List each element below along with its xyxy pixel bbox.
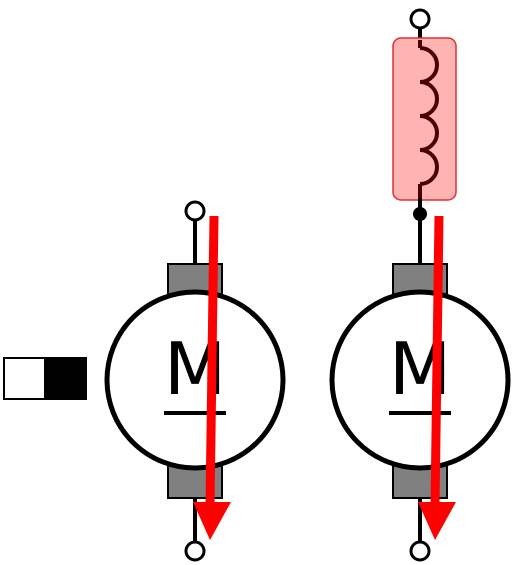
motor-left: M xyxy=(104,200,286,562)
motor-right: M xyxy=(329,8,511,562)
current-arrow-icon xyxy=(418,215,456,540)
arrow-shaft xyxy=(205,215,219,507)
motor-body xyxy=(104,289,286,471)
arrow-head xyxy=(193,502,231,540)
switch-black-half xyxy=(44,357,87,400)
terminal-top xyxy=(184,200,206,222)
filled-dot-junction-icon xyxy=(413,207,427,221)
terminal-bottom xyxy=(409,540,431,562)
motor-body xyxy=(329,289,511,471)
black-white-switch-icon xyxy=(3,357,87,400)
terminal-top xyxy=(409,8,431,30)
switch-white-half xyxy=(3,357,46,400)
arrow-shaft xyxy=(430,215,444,507)
terminal-bottom xyxy=(184,540,206,562)
arrow-head xyxy=(418,502,456,540)
current-arrow-icon xyxy=(193,215,231,540)
inductor-coil-icon xyxy=(392,37,457,201)
inductor-coil xyxy=(419,46,439,186)
inductor-highlight xyxy=(392,37,457,201)
